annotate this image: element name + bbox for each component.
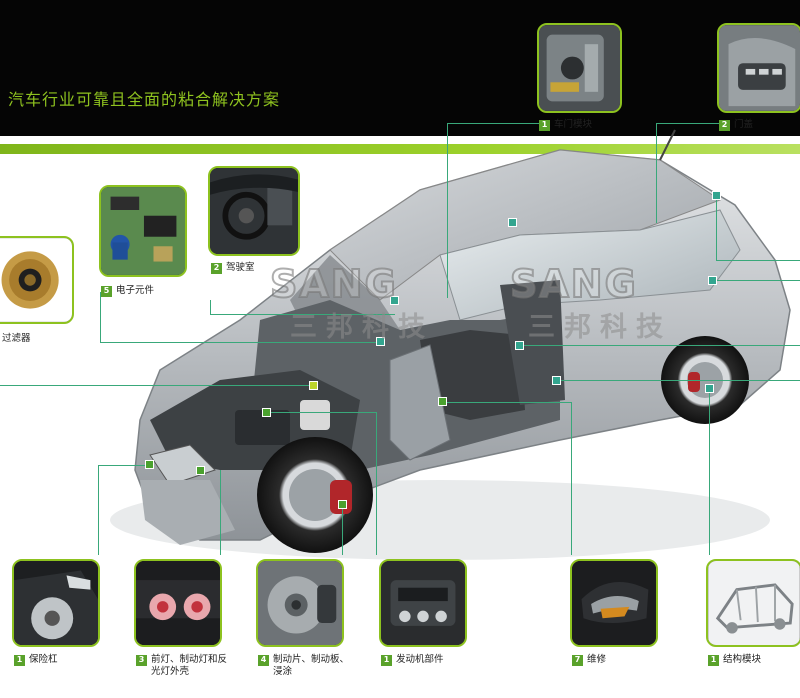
leader-electronics-v xyxy=(100,292,101,342)
watermark-latin-right: SANG xyxy=(509,261,638,307)
leader-brakes xyxy=(342,505,343,555)
leader-right-1-h xyxy=(716,260,800,261)
marker-bumper xyxy=(145,460,154,469)
leader-lamps xyxy=(220,470,221,555)
marker-lamps xyxy=(196,466,205,475)
leader-engine-v xyxy=(376,412,377,555)
repair-label: 7 维修 xyxy=(572,654,606,666)
marker-door-module xyxy=(390,296,399,305)
marker-structure xyxy=(705,384,714,393)
electronics-label: 5 电子元件 xyxy=(101,285,154,297)
marker-right-1 xyxy=(712,191,721,200)
structure-label: 1 结构模块 xyxy=(708,654,761,666)
leader-door-module xyxy=(447,123,448,298)
leader-structure xyxy=(709,388,710,555)
number-badge: 1 xyxy=(14,654,25,666)
marker-repair xyxy=(438,397,447,406)
watermark-chinese-left: 三邦科技 xyxy=(290,312,434,343)
leader-door-trim xyxy=(656,123,657,223)
number-badge: 1 xyxy=(381,654,392,666)
number-badge: 1 xyxy=(539,119,550,131)
bumper-label: 1 保险杠 xyxy=(14,654,58,666)
leader-bumper-v xyxy=(98,465,99,555)
leader-cockpit-h xyxy=(210,314,395,315)
marker-right-2 xyxy=(708,276,717,285)
cockpit-label: 2 驾驶室 xyxy=(211,262,255,274)
leader-right-1 xyxy=(716,195,717,260)
leader-door-module-h xyxy=(447,123,539,124)
filter-thumbnail xyxy=(0,236,74,324)
watermark-chinese-right: 三邦科技 xyxy=(528,312,672,343)
repair-thumbnail xyxy=(570,559,658,647)
marker-filter xyxy=(309,381,318,390)
electronics-thumbnail xyxy=(99,185,187,277)
brakes-thumbnail xyxy=(256,559,344,647)
bumper-thumbnail xyxy=(12,559,100,647)
lamps-thumbnail xyxy=(134,559,222,647)
door-trim-thumbnail xyxy=(717,23,800,113)
number-badge: 3 xyxy=(136,654,147,666)
marker-door-trim xyxy=(508,218,517,227)
leader-repair-v xyxy=(571,402,572,555)
leader-right-2 xyxy=(713,280,800,281)
header-banner: 汽车行业可靠且全面的粘合解决方案 xyxy=(0,0,800,136)
door-module-label: 1 车门模块 xyxy=(539,119,592,131)
leader-electronics xyxy=(100,342,380,343)
lamps-label: 3 前灯、制动灯和反光灯外壳 xyxy=(136,654,232,678)
number-badge: 4 xyxy=(258,654,269,666)
marker-brakes xyxy=(338,500,347,509)
number-badge: 2 xyxy=(719,119,730,131)
leader-repair xyxy=(443,402,571,403)
marker-electronics xyxy=(376,337,385,346)
leader-bumper xyxy=(98,465,150,466)
number-badge: 1 xyxy=(708,654,719,666)
number-badge: 2 xyxy=(211,262,222,274)
watermark-latin-left: SANG xyxy=(269,261,398,307)
leader-right-3 xyxy=(520,345,800,346)
filter-label: 过滤器 xyxy=(2,333,31,344)
leader-filter xyxy=(0,385,312,386)
cockpit-thumbnail xyxy=(208,166,300,256)
number-badge: 5 xyxy=(101,285,112,297)
door-trim-label: 2 门盖 xyxy=(719,119,753,131)
structure-thumbnail xyxy=(706,559,800,647)
engine-thumbnail xyxy=(379,559,467,647)
leader-cockpit xyxy=(210,300,211,314)
leader-right-4 xyxy=(556,380,800,381)
engine-label: 1 发动机部件 xyxy=(381,654,444,666)
page-title: 汽车行业可靠且全面的粘合解决方案 xyxy=(8,90,281,109)
door-module-thumbnail xyxy=(537,23,622,113)
accent-band xyxy=(0,144,800,154)
marker-right-4 xyxy=(552,376,561,385)
brakes-label: 4 制动片、制动板、浸涂 xyxy=(258,654,350,678)
marker-engine xyxy=(262,408,271,417)
number-badge: 7 xyxy=(572,654,583,666)
leader-door-trim-h xyxy=(656,123,719,124)
leader-engine xyxy=(266,412,376,413)
marker-right-3 xyxy=(515,341,524,350)
